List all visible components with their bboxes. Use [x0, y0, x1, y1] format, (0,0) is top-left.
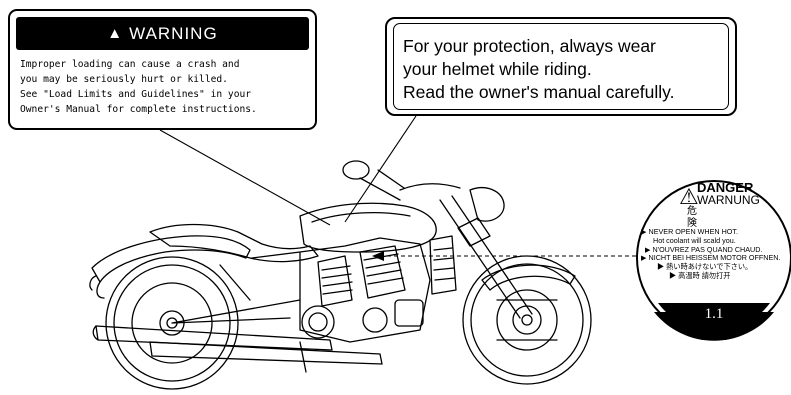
radiator-cap-badge: [636, 180, 791, 341]
warning-leader-line: [159, 129, 331, 226]
warning-label: ▲ WARNING Improper loading can cause a c…: [8, 9, 317, 130]
front-wheel: [462, 255, 592, 385]
exhaust-pipes: [92, 325, 383, 365]
warnung-title: WARNUNG: [697, 193, 760, 207]
warning-line: See "Load Limits and Guidelines" in your: [20, 89, 252, 100]
danger-title: DANGER: [697, 180, 754, 195]
danger-line: Hot coolant will scald you.: [653, 235, 736, 245]
warning-line: Owner's Manual for complete instructions…: [20, 104, 257, 115]
helmet-line: your helmet while riding.: [403, 59, 592, 79]
helmet-line: For your protection, always wear: [403, 36, 656, 56]
label-number: 1.1: [704, 306, 724, 322]
warning-line: you may be seriously hurt or killed.: [20, 74, 228, 85]
helmet-label-inner-border: [393, 23, 729, 110]
warning-text: Improper loading can cause a crash and y…: [20, 57, 312, 117]
warning-header: ▲ WARNING: [16, 17, 309, 50]
danger-line: ▶ N'OUVREZ PAS QUAND CHAUD.: [645, 244, 763, 254]
danger-triangle-icon: ⚠: [679, 184, 699, 209]
seat: [149, 223, 319, 263]
danger-line: ▶ NEVER OPEN WHEN HOT.: [641, 227, 738, 236]
helmet-text: For your protection, always wear your he…: [403, 35, 675, 104]
japanese-title: 危 険: [687, 206, 721, 229]
warning-triangle-icon: ▲: [107, 25, 124, 42]
rear-fender: [91, 235, 251, 283]
danger-line: ▶ 高温時 請勿打开: [669, 270, 731, 280]
radiator-cap-label: ⚠ DANGER WARNUNG 危 険 ▶ NEVER OPEN WHEN H…: [639, 162, 789, 352]
danger-line: ▶ NICHT BEI HEISSEM MOTOR OFFNEN.: [641, 253, 781, 263]
front-forks: [439, 195, 533, 319]
engine: [299, 237, 431, 343]
danger-line: ▶ 熱い時あけないで下さい。: [657, 262, 753, 272]
helmet-label: For your protection, always wear your he…: [385, 17, 737, 116]
danger-text: ▶ NEVER OPEN WHEN HOT. Hot coolant will …: [641, 227, 789, 281]
helmet-leader-line: [344, 115, 417, 223]
fuel-tank: [299, 202, 437, 253]
helmet-line: Read the owner's manual carefully.: [403, 82, 675, 102]
warning-line: Improper loading can cause a crash and: [20, 59, 240, 70]
warning-title: WARNING: [129, 23, 218, 43]
